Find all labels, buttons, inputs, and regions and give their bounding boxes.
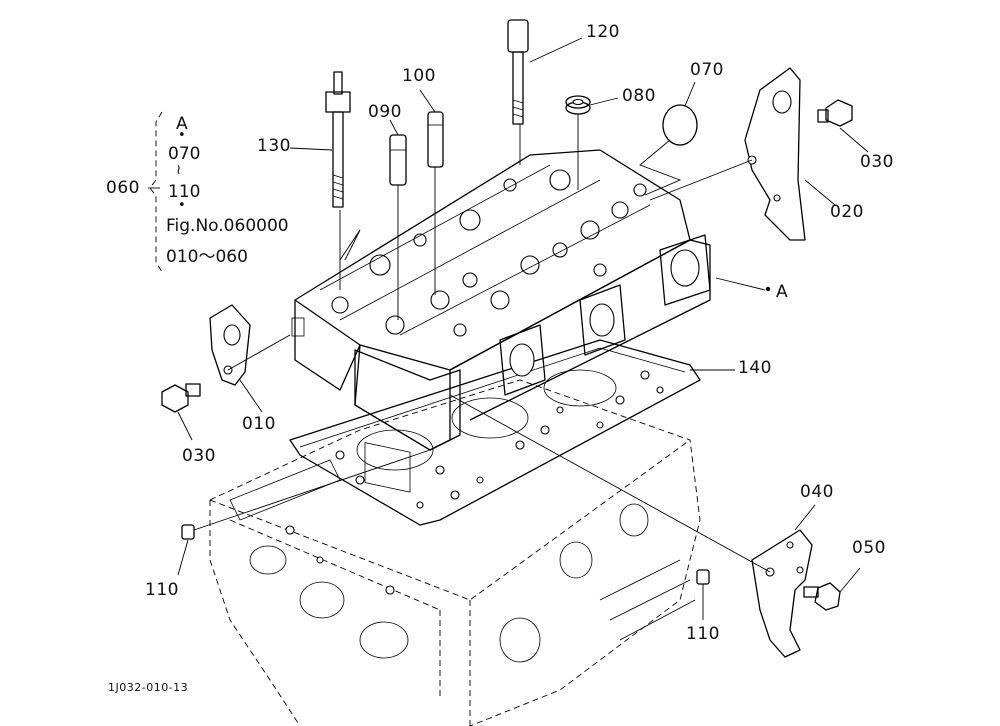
valve-guide-090 — [389, 134, 407, 186]
callout-030-left: 030 — [182, 446, 216, 466]
callout-130: 130 — [257, 136, 291, 156]
callout-120: 120 — [586, 22, 620, 42]
callout-070: 070 — [690, 60, 724, 80]
legend-line-5: 110 — [168, 182, 201, 202]
callout-040: 040 — [800, 482, 834, 502]
bolt-030-left — [161, 383, 201, 413]
bracket-010 — [209, 304, 251, 386]
legend-line-1: A — [176, 114, 188, 134]
legend-brace — [149, 111, 163, 273]
nipple-110-left — [181, 524, 195, 540]
legend-line-3: 070 — [168, 144, 201, 164]
callout-050: 050 — [852, 538, 886, 558]
callout-090: 090 — [368, 102, 402, 122]
head-gasket — [289, 339, 701, 526]
engine-block — [209, 379, 701, 726]
legend-line-7: Fig.No.060000 — [166, 216, 289, 236]
callout-060: 060 — [106, 178, 140, 198]
callout-110-left: 110 — [145, 580, 179, 600]
legend-line-6: • — [178, 198, 186, 213]
callout-110-right: 110 — [686, 624, 720, 644]
legend-line-8: 010～060 — [166, 247, 248, 267]
callout-100: 100 — [402, 66, 436, 86]
figure-code: 1J032-010-13 — [108, 681, 189, 694]
bracket-040 — [751, 529, 813, 658]
legend-line-4: ≀ — [176, 162, 182, 178]
valve-guide-100 — [427, 111, 444, 168]
nipple-110-right — [696, 569, 710, 585]
callout-010: 010 — [242, 414, 276, 434]
cylinder-head — [291, 149, 711, 493]
leader-lines — [148, 37, 869, 620]
callout-140: 140 — [738, 358, 772, 378]
callout-a: A — [776, 282, 789, 302]
head-bolt-120 — [507, 19, 529, 125]
bolt-050 — [803, 582, 841, 611]
callout-080: 080 — [622, 86, 656, 106]
seal-080 — [565, 95, 591, 115]
stud-bolt-130 — [325, 71, 351, 208]
callout-030-right: 030 — [860, 152, 894, 172]
bracket-020 — [744, 67, 806, 241]
callout-020: 020 — [830, 202, 864, 222]
bolt-030-right — [817, 99, 853, 127]
legend-line-2: • — [178, 128, 186, 143]
plug-070 — [662, 104, 698, 146]
